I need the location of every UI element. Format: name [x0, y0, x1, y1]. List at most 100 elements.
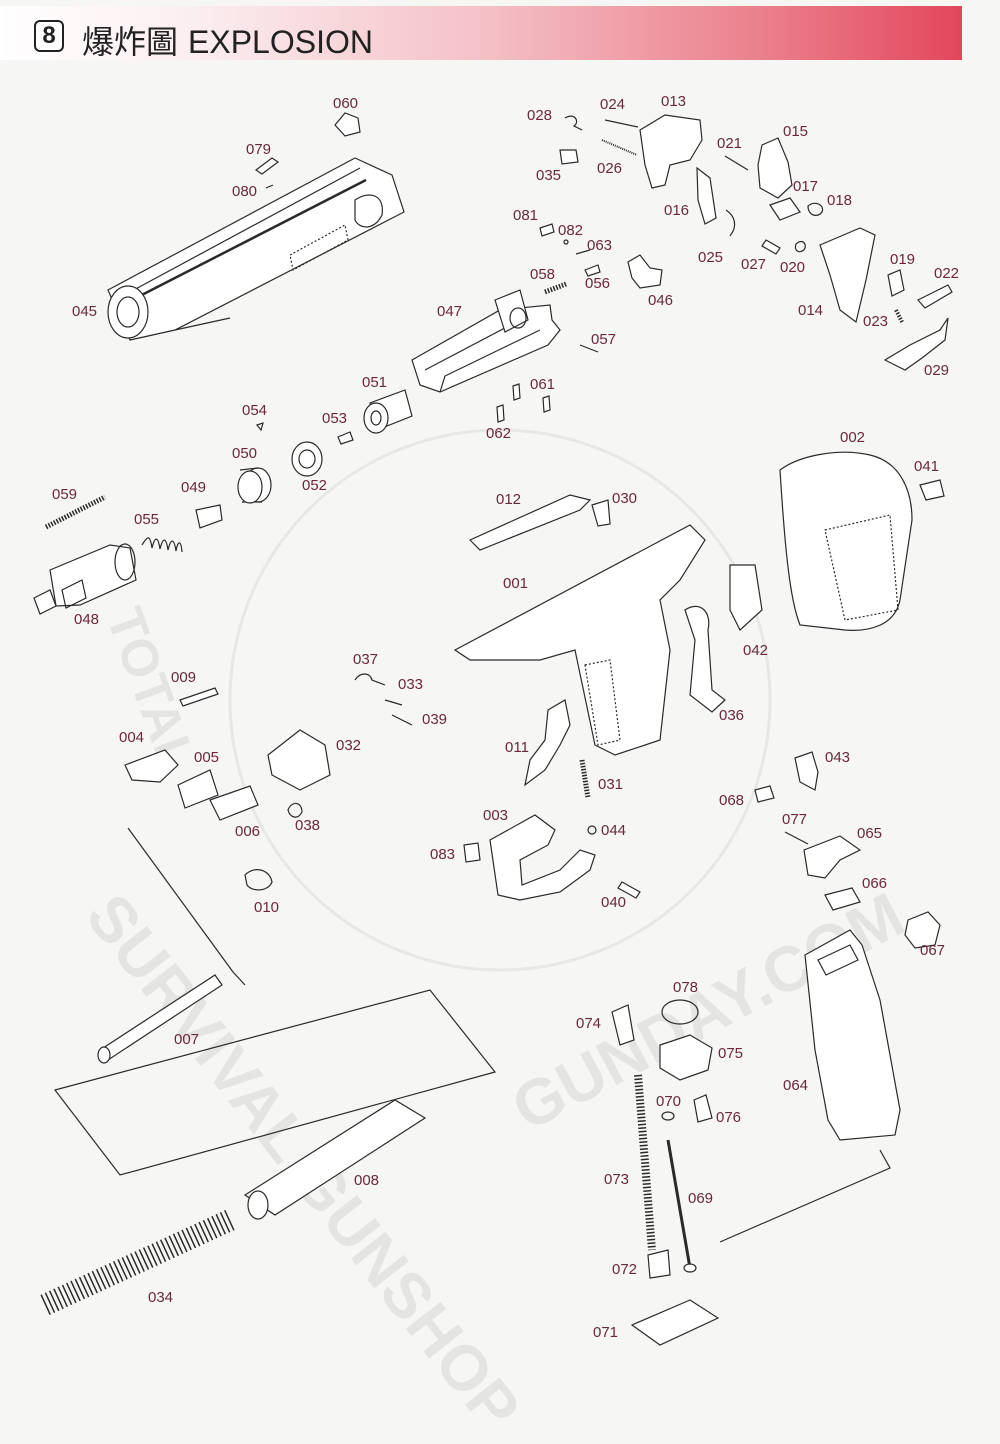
- label-part-077: 077: [782, 811, 808, 828]
- inner-barrel-007: [99, 974, 223, 1061]
- recoil-spring-034: [40, 1210, 235, 1315]
- label-part-056: 056: [585, 275, 611, 292]
- label-part-025: 025: [698, 249, 724, 266]
- spring-073: [634, 1074, 656, 1251]
- ball-044: [587, 825, 597, 835]
- label-part-082: 082: [558, 222, 584, 239]
- valve-body-075: [659, 1034, 713, 1081]
- pin-040: [617, 881, 641, 899]
- label-part-075: 075: [718, 1045, 744, 1062]
- label-part-010: 010: [254, 899, 280, 916]
- hammer-strut-014: [819, 227, 876, 324]
- washer-070: [661, 1111, 675, 1121]
- label-part-023: 023: [863, 313, 889, 330]
- pin-056: [584, 264, 601, 277]
- label-part-061: 061: [530, 376, 556, 393]
- label-part-019: 019: [890, 251, 916, 268]
- label-part-044: 044: [601, 822, 627, 839]
- label-part-005: 005: [194, 749, 220, 766]
- label-part-058: 058: [530, 266, 556, 283]
- label-part-020: 020: [780, 259, 806, 276]
- trigger-bar-012: [468, 494, 592, 551]
- label-part-055: 055: [134, 511, 160, 528]
- pin-021: [724, 155, 749, 171]
- trigger-011: [524, 699, 571, 787]
- label-part-034: 034: [148, 1289, 174, 1306]
- label-part-059: 059: [52, 486, 78, 503]
- label-part-007: 007: [174, 1031, 200, 1048]
- spring-055: [141, 537, 183, 553]
- o-ring-078: [661, 999, 699, 1025]
- trigger-guard-003: [489, 814, 596, 901]
- label-part-062: 062: [486, 425, 512, 442]
- cylinder-head-052: [291, 441, 323, 477]
- pin-081: [539, 223, 555, 237]
- label-part-068: 068: [719, 792, 745, 809]
- screw-061: [512, 383, 521, 401]
- label-part-015: 015: [783, 123, 809, 140]
- part-066: [824, 887, 861, 911]
- label-part-031: 031: [598, 776, 624, 793]
- label-part-038: 038: [295, 817, 321, 834]
- label-part-060: 060: [333, 95, 359, 112]
- nozzle-housing-048: [33, 543, 137, 615]
- hammer-015: [757, 137, 793, 199]
- pin-039: [391, 714, 413, 726]
- label-part-057: 057: [591, 331, 617, 348]
- label-part-008: 008: [354, 1172, 380, 1189]
- exploded-parts-diagram: [33, 112, 953, 1346]
- label-part-041: 041: [914, 458, 940, 475]
- label-part-014: 014: [798, 302, 824, 319]
- label-part-002: 002: [840, 429, 866, 446]
- label-part-066: 066: [862, 875, 888, 892]
- label-part-032: 032: [336, 737, 362, 754]
- label-part-021: 021: [717, 135, 743, 152]
- valve-067: [904, 911, 941, 949]
- mag-bracket-line: [719, 1149, 891, 1243]
- label-part-053: 053: [322, 410, 348, 427]
- part-042: [729, 564, 763, 631]
- label-part-028: 028: [527, 107, 553, 124]
- bracket-line: [127, 827, 246, 986]
- part-043: [794, 751, 819, 791]
- label-part-013: 013: [661, 93, 687, 110]
- fill-valve-076: [693, 1094, 713, 1123]
- label-part-029: 029: [924, 362, 950, 379]
- title-chinese: 爆炸圖: [82, 23, 179, 61]
- magazine-064: [804, 929, 901, 1141]
- cylinder-050: [237, 467, 272, 504]
- spring-023: [894, 309, 904, 323]
- part-006: [209, 785, 259, 821]
- label-part-072: 072: [612, 1261, 638, 1278]
- lever-029: [883, 317, 949, 371]
- label-part-067: 067: [920, 942, 946, 959]
- label-part-027: 027: [741, 256, 767, 273]
- part-019: [887, 269, 905, 297]
- label-part-076: 076: [716, 1109, 742, 1126]
- label-part-079: 079: [246, 141, 272, 158]
- part-005: [177, 769, 219, 809]
- outer-barrel-008: [243, 1099, 427, 1216]
- label-part-047: 047: [437, 303, 463, 320]
- piston-051: [363, 389, 413, 434]
- part-074: [611, 1004, 635, 1046]
- ball-082: [563, 239, 569, 245]
- screw-035: [559, 149, 579, 165]
- spring-031: [579, 759, 591, 799]
- pin-033: [384, 699, 403, 706]
- label-part-003: 003: [483, 807, 509, 824]
- label-part-017: 017: [793, 178, 819, 195]
- label-part-083: 083: [430, 846, 456, 863]
- label-part-048: 048: [74, 611, 100, 628]
- label-part-045: 045: [72, 303, 98, 320]
- pin-057: [579, 344, 599, 353]
- part-083: [463, 842, 481, 863]
- label-part-070: 070: [656, 1093, 682, 1110]
- watermark-circle: [228, 428, 772, 972]
- label-part-052: 052: [302, 477, 328, 494]
- hop-up-004: [124, 749, 179, 783]
- label-part-036: 036: [719, 707, 745, 724]
- sear-017: [769, 197, 801, 221]
- guide-rod-spring: [44, 494, 107, 530]
